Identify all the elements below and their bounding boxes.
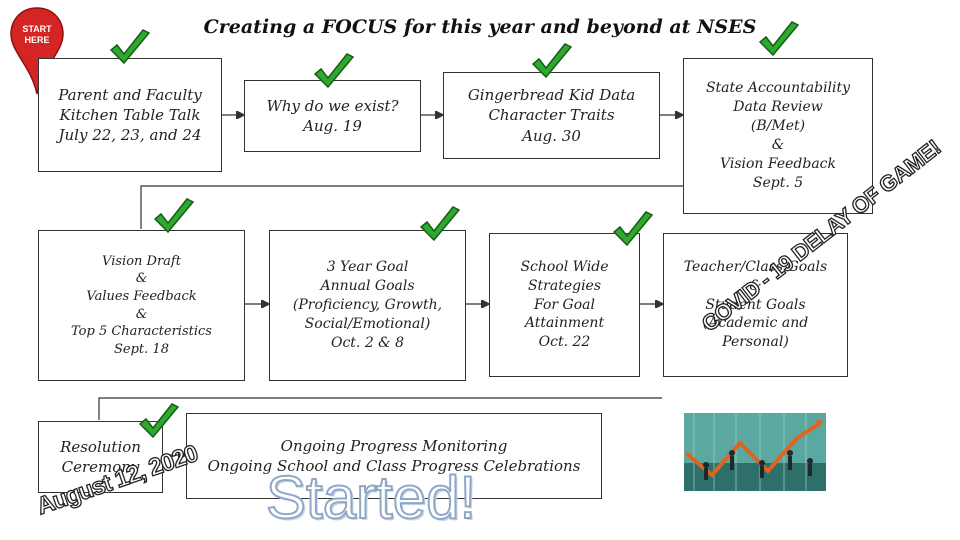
step-text-line: Data Review [733, 99, 823, 116]
pin-label-line1: START [22, 24, 52, 34]
step-text-line: Resolution [60, 437, 141, 456]
step-text-line: State Accountability [705, 80, 851, 97]
step-text-line: Why do we exist? [266, 96, 399, 115]
step-text-line: Kitchen Table Talk [59, 105, 201, 124]
pin-label-line2: HERE [24, 35, 49, 45]
step-text-line: (B/Met) [750, 118, 806, 135]
step-text-line: Annual Goals [320, 278, 415, 295]
step-text-line: Gingerbread Kid Data [467, 86, 636, 105]
step-text-line: (Academic and [702, 315, 809, 332]
progress-photo-image [684, 413, 826, 491]
step-text-line: Social/Emotional) [304, 315, 431, 332]
step-text-line: Aug. 30 [522, 126, 581, 145]
step-text-line: Sept. 18 [114, 341, 169, 357]
checkmark-icon [138, 403, 180, 439]
step-text-line: (Proficiency, Growth, [292, 297, 443, 314]
page-title: Creating a FOCUS for this year and beyon… [203, 16, 757, 38]
step-text-line: & [135, 306, 148, 322]
step-text-line: & [771, 137, 785, 153]
step-text-line: Oct. 22 [538, 334, 591, 351]
checkmark-icon [758, 21, 800, 57]
step-text-line: Vision Feedback [719, 155, 836, 172]
step-text-line: Top 5 Characteristics [71, 324, 212, 340]
step-text-line: Ongoing Progress Monitoring [280, 436, 508, 455]
step-text-line: & [135, 271, 148, 287]
started-label: Started! [265, 464, 477, 531]
step-text-line: Vision Draft [102, 253, 181, 269]
checkmark-icon [531, 43, 573, 79]
checkmark-icon [419, 206, 461, 242]
step-text-line: Parent and Faculty [58, 85, 202, 104]
step-text-line: 3 Year Goal [326, 259, 409, 276]
step-text-line: Oct. 2 & 8 [330, 334, 405, 351]
step-text-line: Ongoing School and Class Progress Celebr… [207, 457, 581, 475]
start-here-pin-icon: START HERE [10, 7, 64, 95]
step-text-line: & [749, 277, 762, 294]
step-text-line: Sept. 5 [752, 174, 804, 191]
step-text-line: For Goal [534, 296, 595, 313]
step-text-line: Ceremony [61, 458, 140, 476]
step-text-line: Strategies [527, 277, 602, 294]
step-text-line: Personal) [722, 334, 789, 351]
step-text-line: July 22, 23, and 24 [58, 126, 202, 145]
checkmark-icon [153, 198, 195, 234]
step-box: Teacher/Class Goals & Student Goals (Academ… [663, 233, 848, 377]
step-text-line: Values Feedback [86, 288, 197, 304]
step-text-line: Aug. 19 [303, 117, 362, 135]
step-text-line: Attainment [524, 315, 605, 332]
checkmark-icon [612, 211, 654, 247]
step-text-line: Teacher/Class Goals [683, 258, 828, 275]
checkmark-icon [109, 29, 151, 65]
checkmark-icon [313, 53, 355, 89]
step-text-line: Student Goals [705, 296, 806, 313]
step-text-line: School Wide [520, 258, 609, 275]
step-text-line: Character Traits [488, 106, 615, 125]
step-box: Vision Draft&Values Feedback&Top 5 Chara… [38, 230, 245, 381]
